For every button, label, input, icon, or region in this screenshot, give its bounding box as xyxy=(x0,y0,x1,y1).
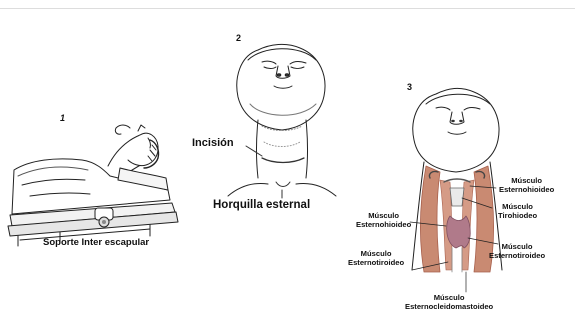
sternal-notch-label: Horquilla esternal xyxy=(213,199,310,212)
muscle-label-thyrohyoid: Músculo Tirohiodeo xyxy=(498,203,537,220)
muscle-label-sternohyoid-right: Músculo Esternohioideo xyxy=(499,177,554,194)
muscle-label-sternocleidomastoid: Músculo Esternocleidomastoideo xyxy=(405,294,493,311)
muscle-label-sternohyoid-left: Músculo Esternohioideo xyxy=(356,212,411,229)
muscle-label-sternothyroid-right: Músculo Esternotiroideo xyxy=(489,243,545,260)
panel-3-illustration xyxy=(410,88,502,292)
incision-label: Incisión xyxy=(192,137,234,150)
panel-1-illustration xyxy=(8,125,178,246)
muscle-label-sternothyroid-left: Músculo Esternotiroideo xyxy=(348,250,404,267)
panel-1-number: 1 xyxy=(60,113,65,123)
panel-3-number: 3 xyxy=(407,82,412,92)
panel-2-illustration xyxy=(228,44,336,198)
panel-1-caption: Soporte Inter escapular xyxy=(43,238,149,249)
panel-2-number: 2 xyxy=(236,33,241,43)
